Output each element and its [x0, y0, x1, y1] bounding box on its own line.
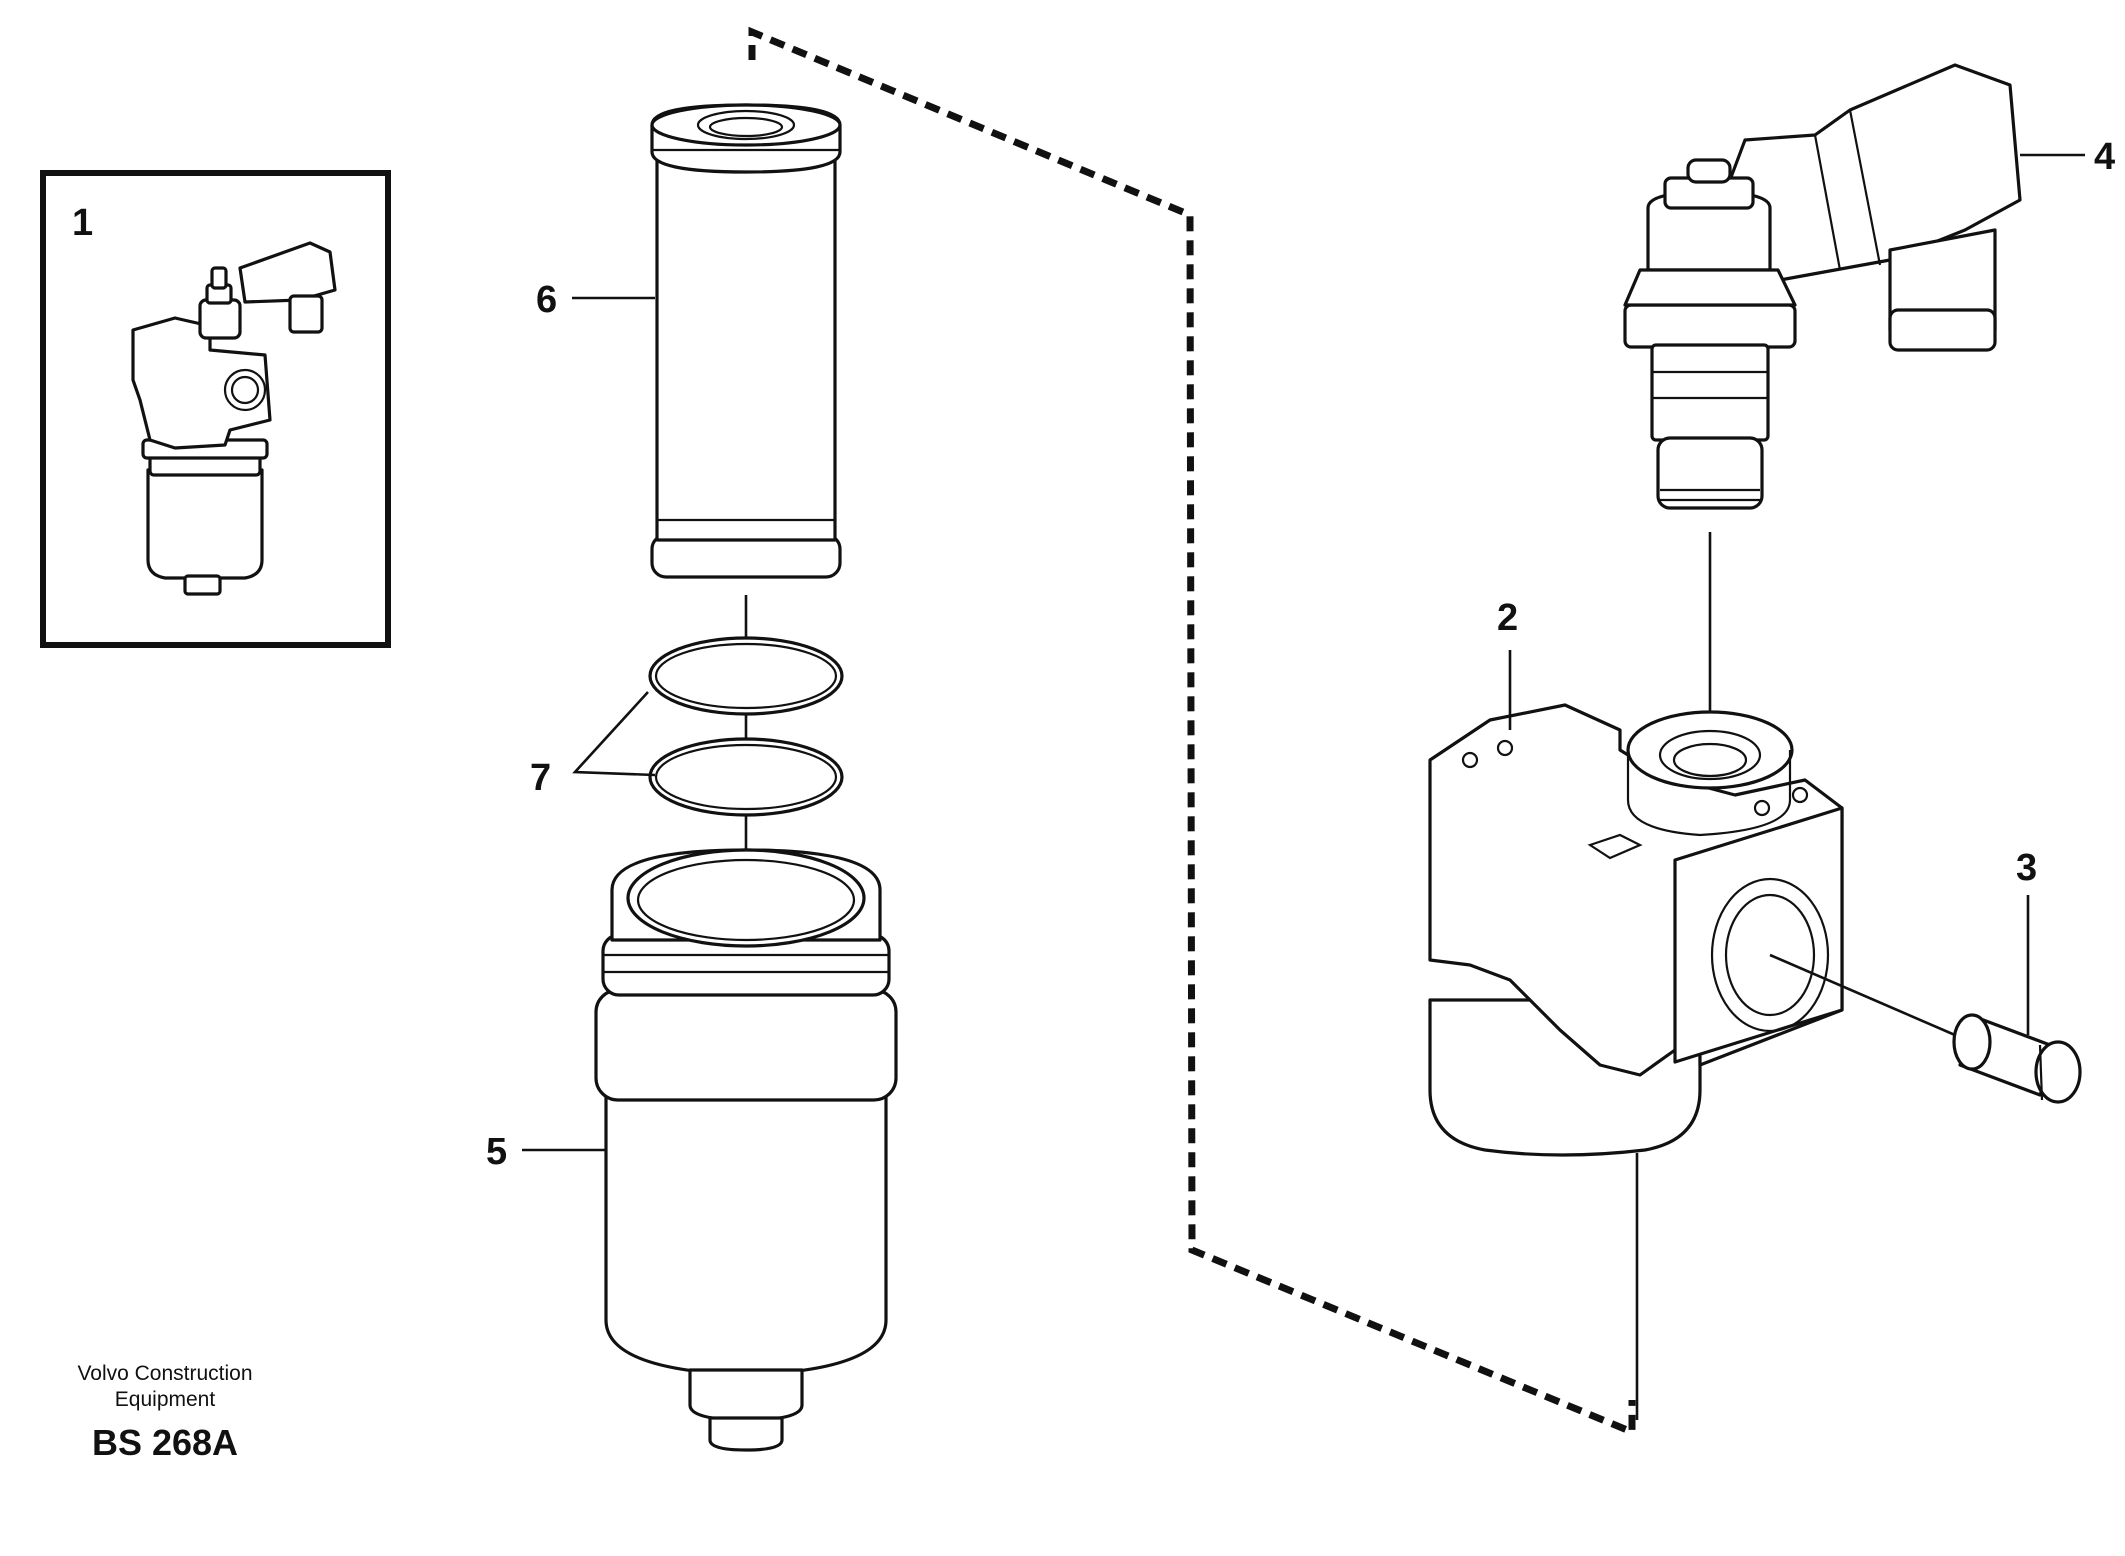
filter-head	[1428, 703, 1844, 1157]
leader-7	[572, 691, 656, 777]
brand-line-1: Volvo Construction	[77, 1362, 252, 1385]
callout-label-5: 5	[486, 1131, 507, 1173]
callout-label-2: 2	[1497, 597, 1518, 639]
assembly-inset: 1	[40, 170, 391, 648]
o-rings	[648, 636, 844, 817]
callout-label-4: 4	[2094, 136, 2115, 178]
brand-line-2: Equipment	[115, 1388, 216, 1411]
filter-element	[650, 103, 842, 579]
callout-label-6: 6	[536, 279, 557, 321]
callout-label-1: 1	[72, 202, 93, 244]
filter-bowl	[594, 848, 898, 1452]
callout-label-7: 7	[530, 757, 551, 799]
callout-label-3: 3	[2016, 847, 2037, 889]
assembled-filter-thumbnail	[131, 241, 337, 596]
plug	[1769, 953, 2082, 1104]
pressure-sensor	[1623, 63, 2022, 510]
figure-code: BS 268A	[92, 1422, 238, 1463]
assembly-group-bracket	[748, 26, 1636, 1438]
